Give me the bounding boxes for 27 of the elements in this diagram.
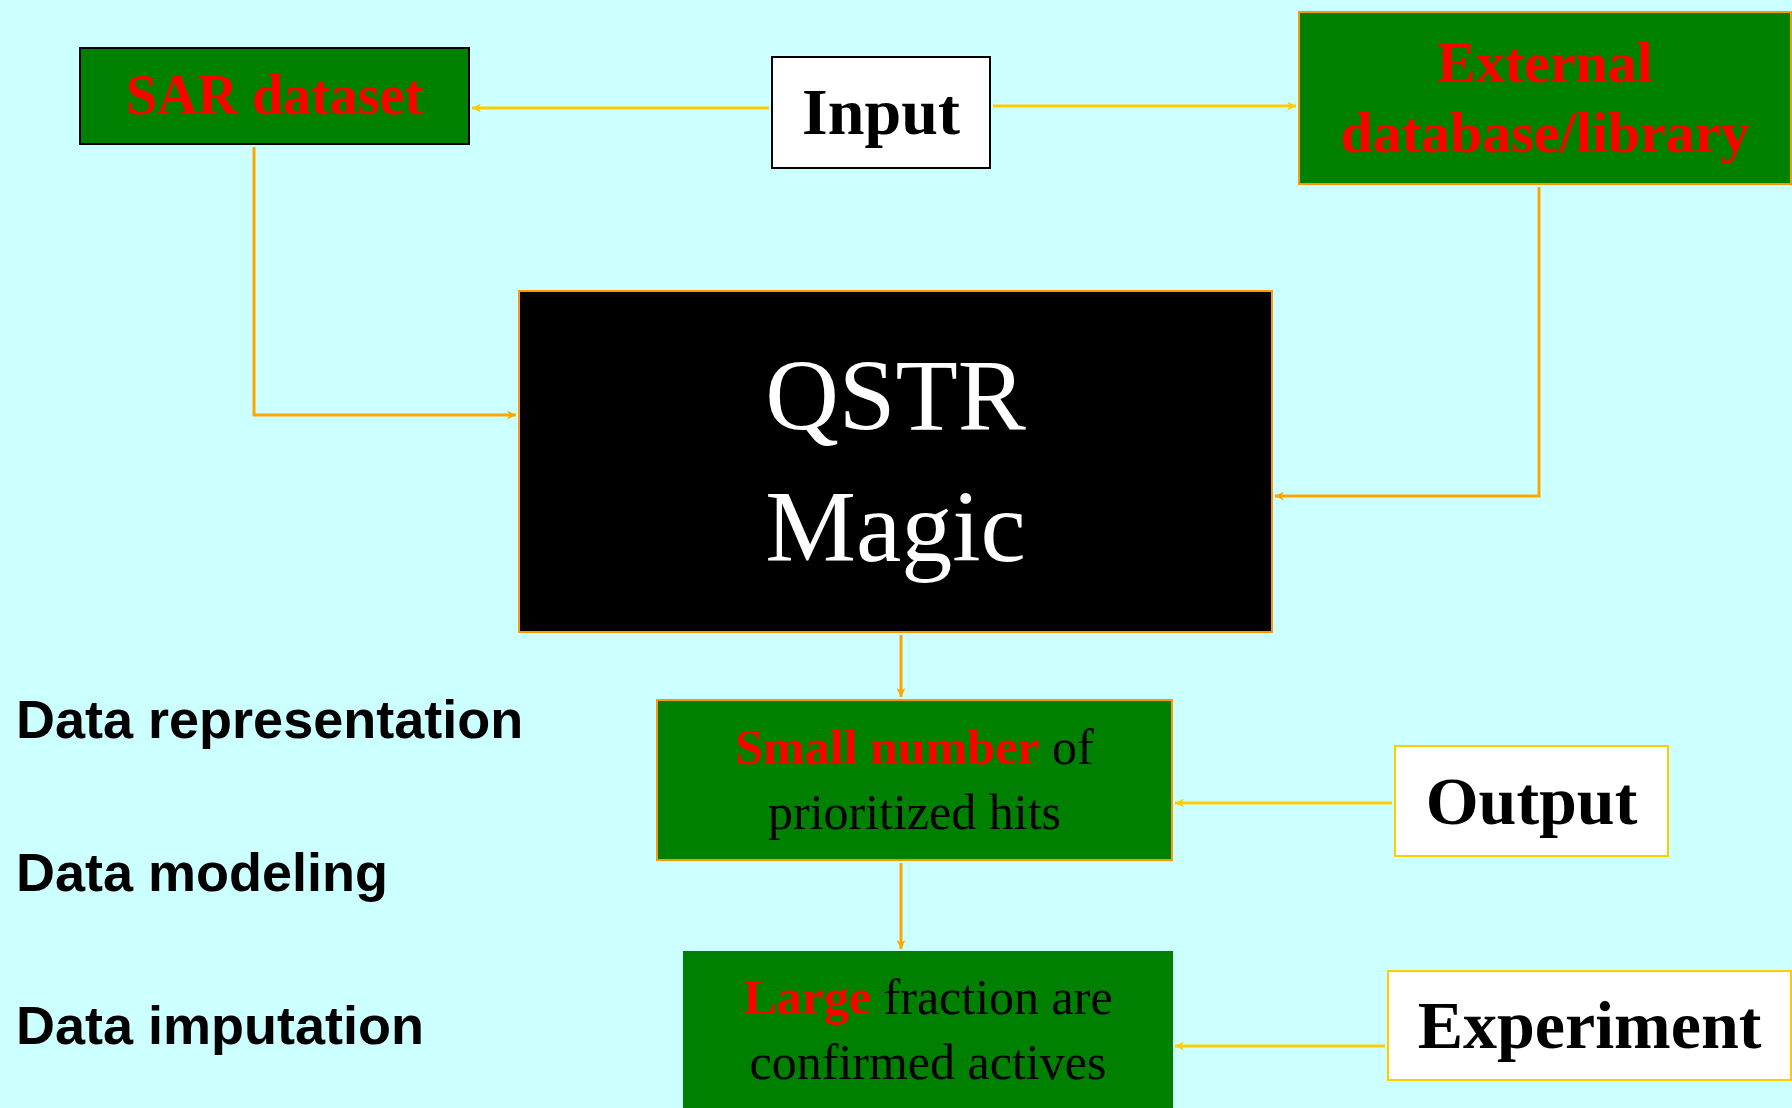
arrow: [993, 101, 1296, 111]
node-text: Output: [1425, 763, 1638, 839]
side-note: Data modeling: [16, 841, 389, 903]
process-box: [683, 951, 1173, 1108]
node-text: Input: [802, 76, 960, 149]
arrow: [896, 635, 906, 697]
node-text: External database/library: [1339, 29, 1751, 167]
process-box: [656, 699, 1173, 861]
process-box: [518, 290, 1273, 633]
process-box: [1298, 11, 1792, 185]
side-note: Data representation: [16, 688, 524, 750]
arrow: [252, 147, 516, 420]
arrow: [1175, 1041, 1385, 1051]
arrow: [1175, 798, 1392, 808]
side-note: Data imputation: [16, 994, 424, 1056]
node-text: QSTR Magic: [764, 337, 1027, 585]
process-box: [79, 47, 470, 145]
node-text: Small number of prioritized hits: [734, 718, 1095, 842]
node-text: Experiment: [1417, 988, 1762, 1063]
label-box: [1387, 970, 1792, 1081]
node-text: SAR dataset: [125, 65, 424, 127]
label-box: [1394, 745, 1669, 857]
node-text: Large fraction are confirmed actives: [742, 967, 1114, 1092]
arrow: [472, 103, 769, 113]
arrow: [896, 863, 906, 949]
label-box: [771, 56, 991, 169]
arrow: [1275, 187, 1541, 501]
